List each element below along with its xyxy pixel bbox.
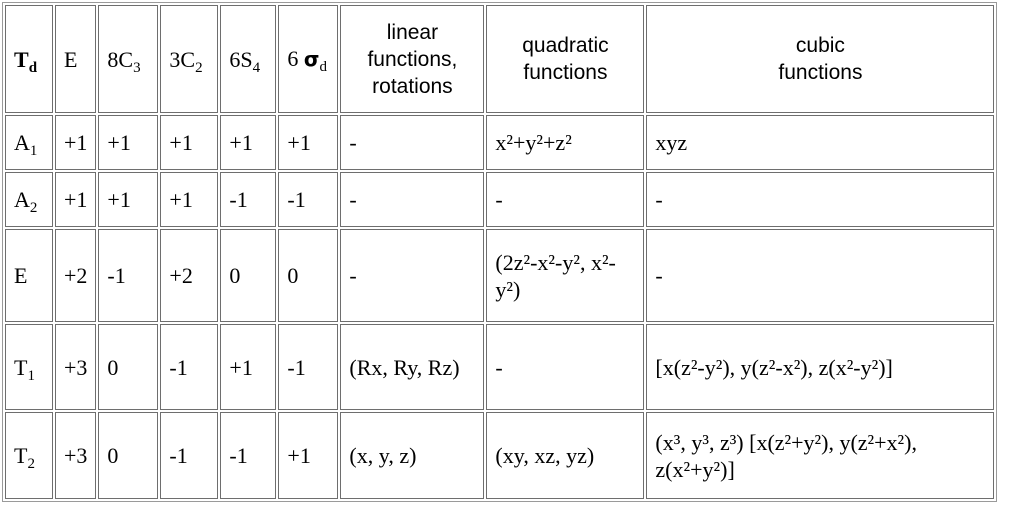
character-cell: +2 [160,229,219,322]
character-cell: -1 [220,412,277,499]
character-cell: +1 [55,115,97,170]
character-cell: +2 [55,229,97,322]
class-6s4-header: 6S4 [220,5,277,113]
table-row: A1 +1 +1 +1 +1 +1 - x²+y²+z² xyz [5,115,995,170]
sigma-symbol: σ [303,47,320,71]
cubic-cell: xyz [646,115,995,170]
quadratic-cell: x²+y²+z² [486,115,645,170]
irrep-cell: A1 [5,115,53,170]
linear-cell: (Rx, Ry, Rz) [340,324,485,410]
cubic-cell: - [646,172,995,227]
linear-cell: - [340,172,485,227]
linear-cell: (x, y, z) [340,412,485,499]
character-cell: 0 [278,229,339,322]
character-cell: +1 [278,412,339,499]
character-cell: +1 [160,115,219,170]
character-cell: +3 [55,324,97,410]
character-cell: +1 [278,115,339,170]
linear-cell: - [340,229,485,322]
table-row: A2 +1 +1 +1 -1 -1 - - - [5,172,995,227]
character-cell: +1 [98,172,159,227]
linear-cell: - [340,115,485,170]
cubic-cell: (x³, y³, z³) [x(z²+y²), y(z²+x²), z(x²+y… [646,412,995,499]
character-cell: +1 [55,172,97,227]
character-cell: -1 [278,172,339,227]
character-cell: +1 [98,115,159,170]
class-e-header: E [55,5,97,113]
table-row: T1 +3 0 -1 +1 -1 (Rx, Ry, Rz) - [x(z²-y²… [5,324,995,410]
table-row: E +2 -1 +2 0 0 - (2z²-x²-y², x²-y²) - [5,229,995,322]
quadratic-cell: (2z²-x²-y², x²-y²) [486,229,645,322]
class-6sigma-d-header: 6 σd [278,5,339,113]
character-cell: +1 [220,324,277,410]
cubic-cell: - [646,229,995,322]
character-cell: -1 [160,324,219,410]
character-cell: +3 [55,412,97,499]
irrep-cell: T1 [5,324,53,410]
class-3c2-header: 3C2 [160,5,219,113]
quadratic-cell: (xy, xz, yz) [486,412,645,499]
cubic-cell: [x(z²-y²), y(z²-x²), z(x²-y²)] [646,324,995,410]
character-cell: -1 [98,229,159,322]
character-cell: -1 [278,324,339,410]
character-cell: 0 [98,412,159,499]
character-cell: -1 [160,412,219,499]
character-cell: +1 [220,115,277,170]
character-cell: +1 [160,172,219,227]
point-group-symbol: Td [14,46,38,76]
character-cell: -1 [220,172,277,227]
irrep-cell: A2 [5,172,53,227]
character-cell: 0 [98,324,159,410]
class-8c3-header: 8C3 [98,5,159,113]
table-row: T2 +3 0 -1 -1 +1 (x, y, z) (xy, xz, yz) … [5,412,995,499]
point-group-cell: Td [5,5,53,113]
quadratic-cell: - [486,324,645,410]
irrep-cell: E [5,229,53,322]
character-cell: 0 [220,229,277,322]
quadratic-cell: - [486,172,645,227]
irrep-cell: T2 [5,412,53,499]
